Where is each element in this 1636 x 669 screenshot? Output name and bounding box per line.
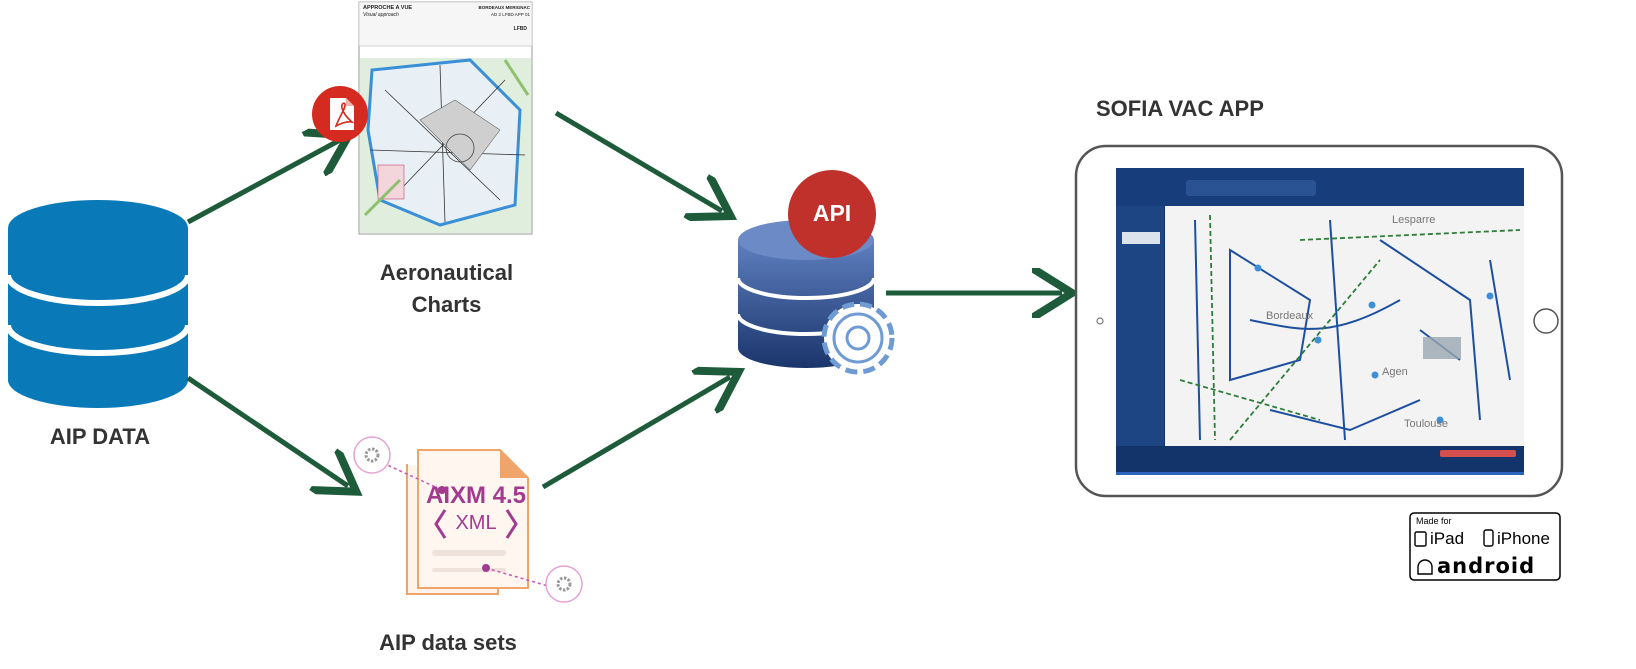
- api-label: API: [812, 200, 852, 226]
- aixm-format: XML: [455, 512, 497, 534]
- datasets-label: AIP data sets: [379, 630, 517, 655]
- gear-icon: [821, 301, 895, 375]
- badge-android: android: [1437, 554, 1536, 578]
- badge-ipad: iPad: [1430, 529, 1465, 548]
- badge-made-for: Made for: [1416, 516, 1452, 526]
- chart-subtitle-left: Visual approach: [363, 12, 399, 18]
- aeronautical-chart-thumbnail: [358, 1, 533, 235]
- platform-badge: [1409, 512, 1561, 581]
- tablet-device: [1074, 144, 1564, 498]
- chart-title-left: APPROCHE A VUE: [363, 5, 413, 11]
- badge-iphone: iPhone: [1497, 529, 1550, 548]
- chart-code: LFBD: [513, 26, 527, 32]
- aip-data-label: AIP DATA: [49, 424, 151, 449]
- aip-database-icon: [5, 200, 191, 408]
- charts-label-line2: Charts: [411, 292, 482, 317]
- map-city-label: Bordeaux: [1266, 310, 1314, 322]
- aixm-title: AIXM 4.5: [425, 482, 527, 509]
- arrow-datasets-to-api: [541, 377, 730, 490]
- arrow-aip-to-datasets: [186, 375, 348, 486]
- arrow-aip-to-charts: [186, 140, 340, 225]
- app-title: SOFIA VAC APP: [1096, 96, 1264, 121]
- api-badge: [788, 170, 876, 258]
- map-city-label: Toulouse: [1404, 418, 1449, 430]
- arrow-charts-to-api: [554, 110, 722, 211]
- map-city-label: Agen: [1382, 366, 1408, 378]
- aixm-document-icon: [353, 436, 583, 603]
- charts-label-line1: Aeronautical: [379, 260, 514, 285]
- chart-title-right: BORDEAUX MERIGNAC: [478, 5, 530, 10]
- chart-ref-right: AD 2 LFBD APP 01: [491, 12, 530, 17]
- map-city-label: Lesparre: [1392, 214, 1436, 226]
- pdf-icon: [312, 86, 368, 142]
